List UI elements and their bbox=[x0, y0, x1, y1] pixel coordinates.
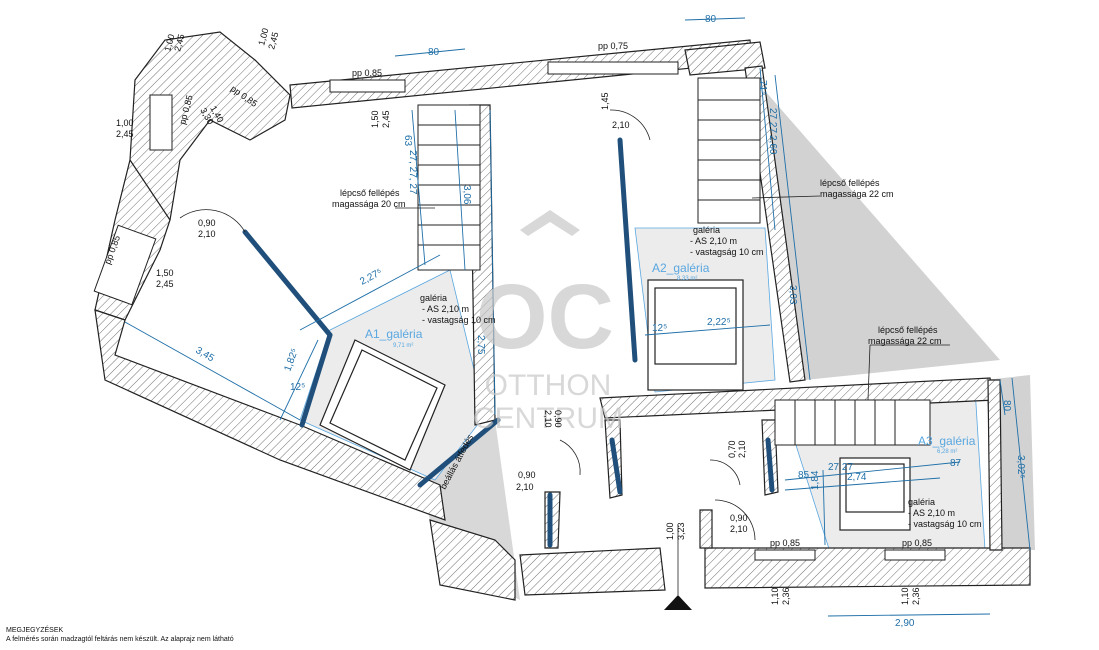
dim-100-c: 1,00 bbox=[116, 118, 134, 128]
dim-100-d: 1,00 bbox=[665, 522, 675, 540]
step-label-3b: magassága 22 cm bbox=[868, 336, 942, 346]
dim-090-d: 0,90 bbox=[730, 513, 748, 523]
notes: MEGJEGYZÉSEK A felmérés során madzagtól … bbox=[6, 626, 234, 644]
step-label-1b: magassága 20 cm bbox=[332, 199, 406, 209]
gallery1-height: - AS 2,10 m bbox=[422, 304, 469, 314]
dim-303: 3,03 bbox=[787, 285, 798, 305]
dim-63: 63 bbox=[402, 135, 413, 147]
dim-227: 2,27⁵ bbox=[358, 267, 384, 288]
room-a3-label: A3_galéria bbox=[918, 434, 976, 448]
dim-pp085-a: pp 0,85 bbox=[352, 68, 382, 78]
dim-150-a: 1,50 bbox=[370, 110, 380, 128]
watermark-line2: CENTRUM bbox=[473, 402, 623, 435]
dim-290: 2,90 bbox=[895, 618, 915, 629]
dim-27-27-27: 27, 27, 27 bbox=[407, 150, 418, 195]
dim-090-a: 0,90 bbox=[198, 218, 216, 228]
dim-210-f: 2,10 bbox=[730, 524, 748, 534]
step-label-2b: magassága 22 cm bbox=[820, 189, 894, 199]
dim-323: 3,23 bbox=[676, 522, 686, 540]
dim-184: 1,84 bbox=[810, 470, 821, 490]
dim-71: 71⁵ bbox=[757, 80, 768, 95]
notes-title: MEGJEGYZÉSEK bbox=[6, 627, 64, 634]
gallery2-title: galéria bbox=[693, 225, 720, 235]
gallery3-title: galéria bbox=[908, 497, 935, 507]
room-a1-area: 9,71 m² bbox=[393, 343, 413, 349]
dim-110-b: 1,10 bbox=[900, 587, 910, 605]
stair-left bbox=[417, 104, 481, 271]
bed-a3 bbox=[839, 457, 911, 531]
gallery3-height: - AS 2,10 m bbox=[908, 508, 955, 518]
dim-210-e: 2,10 bbox=[737, 440, 747, 458]
dim-245-c: 2,45 bbox=[116, 129, 134, 139]
dimension-lines bbox=[124, 17, 1031, 617]
dim-100-a: 1,00 bbox=[162, 33, 176, 53]
room-a3-area: 6,28 m² bbox=[937, 449, 957, 455]
dim-306: 3,06 bbox=[461, 185, 472, 205]
room-a2-area: 8,33 m² bbox=[677, 276, 697, 282]
gallery-edges bbox=[242, 137, 775, 548]
gallery1-title: galéria bbox=[420, 293, 447, 303]
dim-145: 1,45 bbox=[600, 92, 610, 110]
dim-274: 2,74 bbox=[847, 472, 867, 483]
dim-222: 2,22⁵ bbox=[707, 317, 731, 328]
bed-a1 bbox=[319, 339, 446, 471]
dim-12b: 12⁵ bbox=[652, 323, 667, 334]
watermark-logo: OC bbox=[476, 266, 614, 368]
watermark-line1: OTTHON bbox=[485, 369, 612, 402]
dim-070: 0,70 bbox=[727, 440, 737, 458]
gallery3-thickness: - vastagság 10 cm bbox=[908, 519, 982, 529]
dim-236-a: 2,36 bbox=[781, 587, 791, 605]
gallery1-thickness: - vastagság 10 cm bbox=[422, 315, 496, 325]
stair-right-lower bbox=[774, 399, 931, 446]
dim-pp085-b: pp 0,85 bbox=[770, 538, 800, 548]
dim-27-27: 27 27 bbox=[767, 108, 778, 133]
dim-345: 3,45 bbox=[194, 345, 217, 364]
dim-left-80: 80 bbox=[705, 14, 717, 25]
dim-090-c: 0,90 bbox=[553, 410, 563, 428]
dim-245-e: 2,45 bbox=[156, 279, 174, 289]
entrance-marker bbox=[664, 595, 692, 610]
dim-182: 1,82⁵ bbox=[282, 347, 300, 373]
dim-210-b: 2,10 bbox=[198, 229, 216, 239]
dim-100-b: 1,00 bbox=[256, 27, 270, 47]
doors bbox=[179, 109, 756, 541]
room-a1-label: A1_galéria bbox=[365, 327, 423, 341]
dim-80-right: 80 bbox=[1001, 400, 1012, 412]
dim-87: 87 bbox=[950, 458, 962, 469]
dim-top-80: 80 bbox=[428, 47, 440, 58]
watermark: OC OTTHON CENTRUM bbox=[473, 210, 623, 435]
step-label-3a: lépcső fellépés bbox=[878, 325, 938, 335]
gallery2-height: - AS 2,10 m bbox=[690, 236, 737, 246]
dim-110-a: 1,10 bbox=[770, 587, 780, 605]
dim-12a: 12⁵ bbox=[290, 382, 305, 393]
dim-210-c: 2,10 bbox=[516, 482, 534, 492]
dim-090-b: 0,90 bbox=[518, 470, 536, 480]
dim-pp075: pp 0,75 bbox=[598, 41, 628, 51]
dim-210-a: 2,10 bbox=[612, 120, 630, 130]
dim-275: 2,75 bbox=[475, 335, 486, 355]
windows bbox=[93, 61, 946, 561]
step-label-2a: lépcső fellépés bbox=[820, 178, 880, 188]
dim-245-b: 2,45 bbox=[266, 31, 280, 51]
dim-245-a: 2,45 bbox=[172, 33, 186, 53]
bed-a2 bbox=[647, 279, 744, 391]
dim-150-b: 1,50 bbox=[156, 268, 174, 278]
dim-260: 2,60 bbox=[767, 135, 778, 155]
gallery2-thickness: - vastagság 10 cm bbox=[690, 247, 764, 257]
stair-right-upper bbox=[697, 77, 761, 224]
room-a2-label: A2_galéria bbox=[652, 261, 710, 275]
dim-236-b: 2,36 bbox=[911, 587, 921, 605]
dim-pp085-c: pp 0,85 bbox=[902, 538, 932, 548]
step-label-1a: lépcső fellépés bbox=[340, 188, 400, 198]
dim-302: 3,02⁵ bbox=[1015, 455, 1026, 479]
dim-85: 85 bbox=[798, 470, 810, 481]
leaders bbox=[395, 195, 950, 401]
notes-line1: A felmérés során madzagtól feltárás nem … bbox=[6, 636, 234, 643]
dim-27-27b: 27 27 bbox=[828, 462, 853, 473]
dim-210-d: 2,10 bbox=[543, 410, 553, 428]
dim-245-d: 2,45 bbox=[381, 110, 391, 128]
